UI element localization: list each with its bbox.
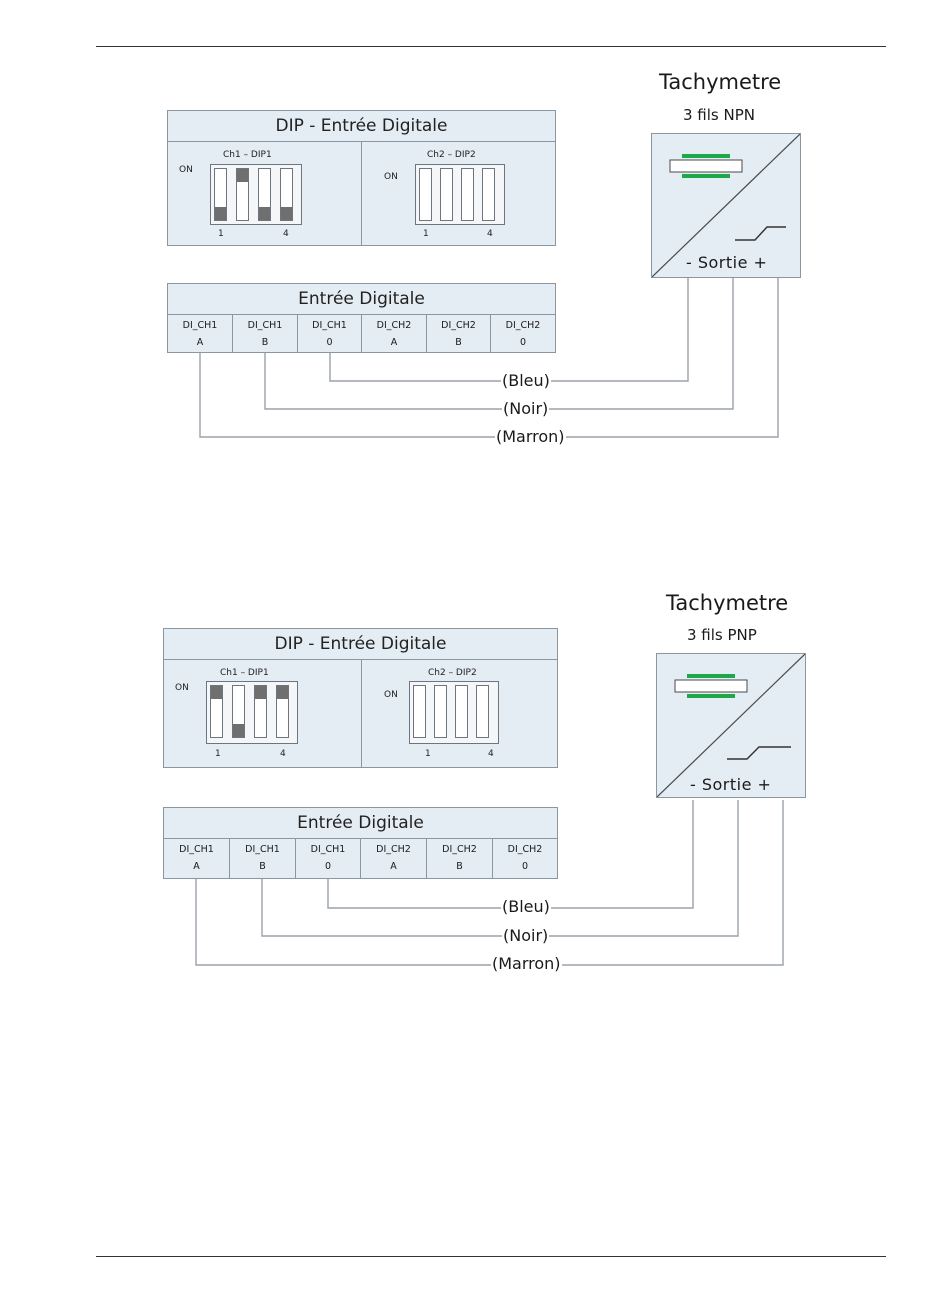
output-terminals-label: - Sortie + bbox=[690, 775, 772, 794]
dip-ch1-section: Ch1 – DIP1 ON 1 4 bbox=[168, 141, 362, 245]
wire-label-bleu: (Bleu) bbox=[501, 371, 551, 390]
switch-number-last: 4 bbox=[283, 229, 289, 239]
wire-marron bbox=[199, 277, 779, 438]
dip-switch-3[interactable] bbox=[455, 685, 468, 738]
dip-switch-4[interactable] bbox=[482, 168, 495, 221]
tachometer-title: Tachymetre bbox=[659, 70, 782, 94]
tachometer-sensor: - Sortie + bbox=[651, 133, 801, 278]
header-rule bbox=[96, 46, 886, 47]
on-label: ON bbox=[384, 172, 398, 182]
sensor-symbol-icon bbox=[657, 654, 805, 797]
wire-label-bleu: (Bleu) bbox=[501, 897, 551, 916]
wire-noir bbox=[264, 277, 734, 410]
dip-switch-3[interactable] bbox=[258, 168, 271, 221]
dip-switch-block-ch2 bbox=[415, 164, 505, 225]
wire-label-noir: (Noir) bbox=[502, 399, 550, 418]
dip-switch-2[interactable] bbox=[236, 168, 249, 221]
dip-switch-2[interactable] bbox=[232, 685, 245, 738]
dip-switch-1[interactable] bbox=[419, 168, 432, 221]
wire-noir bbox=[261, 800, 739, 937]
wire-label-marron: (Marron) bbox=[491, 954, 562, 973]
dip-switch-4[interactable] bbox=[280, 168, 293, 221]
dip-switch-1[interactable] bbox=[413, 685, 426, 738]
dip-panel: DIP - Entrée Digitale Ch1 – DIP1 ON 1 4 … bbox=[163, 628, 558, 768]
digital-input-title: Entrée Digitale bbox=[164, 808, 557, 839]
dip-switch-2[interactable] bbox=[434, 685, 447, 738]
wire-label-marron: (Marron) bbox=[495, 427, 566, 446]
dip-switch-1[interactable] bbox=[214, 168, 227, 221]
dip-switch-3[interactable] bbox=[254, 685, 267, 738]
dip-switch-1[interactable] bbox=[210, 685, 223, 738]
on-label: ON bbox=[179, 165, 193, 175]
dip-switch-4[interactable] bbox=[476, 685, 489, 738]
wire-label-noir: (Noir) bbox=[502, 926, 550, 945]
switch-number-first: 1 bbox=[423, 229, 429, 239]
on-label: ON bbox=[175, 683, 189, 693]
dip-ch1-section: Ch1 – DIP1 ON 1 4 bbox=[164, 659, 362, 767]
wire-marron bbox=[195, 800, 784, 966]
dip-switch-block-ch1 bbox=[206, 681, 298, 744]
tachometer-title: Tachymetre bbox=[666, 591, 789, 615]
tachometer-subtitle: 3 fils PNP bbox=[687, 626, 757, 644]
sensor-symbol-icon bbox=[652, 134, 800, 277]
dip-switch-block-ch1 bbox=[210, 164, 302, 225]
ch2-label: Ch2 – DIP2 bbox=[427, 150, 476, 160]
dip-switch-3[interactable] bbox=[461, 168, 474, 221]
ch1-label: Ch1 – DIP1 bbox=[220, 668, 269, 678]
switch-number-last: 4 bbox=[280, 749, 286, 759]
dip-panel-title: DIP - Entrée Digitale bbox=[164, 629, 557, 660]
footer-rule bbox=[96, 1256, 886, 1257]
switch-number-last: 4 bbox=[488, 749, 494, 759]
dip-panel: DIP - Entrée Digitale Ch1 – DIP1 ON 1 4 … bbox=[167, 110, 556, 246]
dip-switch-2[interactable] bbox=[440, 168, 453, 221]
switch-number-last: 4 bbox=[487, 229, 493, 239]
dip-ch2-section: Ch2 – DIP2 ON 1 4 bbox=[361, 141, 555, 245]
dip-ch2-section: Ch2 – DIP2 ON 1 4 bbox=[361, 659, 557, 767]
ch2-label: Ch2 – DIP2 bbox=[428, 668, 477, 678]
dip-switch-block-ch2 bbox=[409, 681, 499, 744]
on-label: ON bbox=[384, 690, 398, 700]
output-terminals-label: - Sortie + bbox=[686, 253, 768, 272]
tachometer-sensor: - Sortie + bbox=[656, 653, 806, 798]
ch1-label: Ch1 – DIP1 bbox=[223, 150, 272, 160]
switch-number-first: 1 bbox=[218, 229, 224, 239]
switch-number-first: 1 bbox=[215, 749, 221, 759]
tachometer-subtitle: 3 fils NPN bbox=[683, 106, 755, 124]
dip-switch-4[interactable] bbox=[276, 685, 289, 738]
switch-number-first: 1 bbox=[425, 749, 431, 759]
